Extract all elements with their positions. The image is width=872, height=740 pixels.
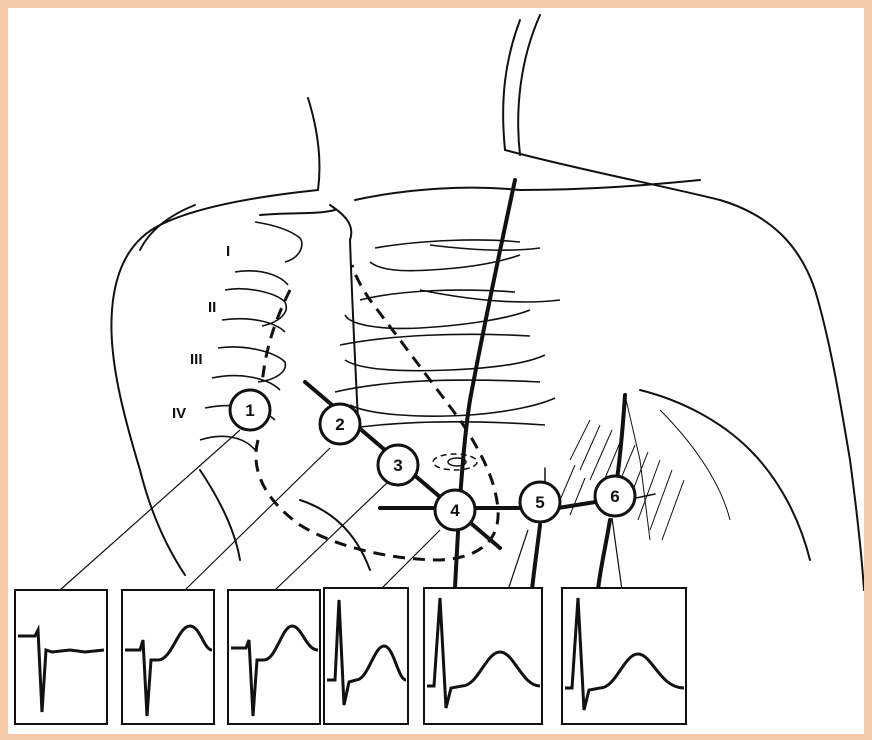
right-ribs [335,240,560,430]
electrode-label-5: 5 [535,493,544,512]
electrode-5: 5 [520,482,560,522]
ecg-box-2 [122,590,214,724]
ecg-box-4 [324,588,408,724]
electrode-label-3: 3 [393,456,402,475]
rib-labels: I II III IV [172,243,230,422]
electrode-label-6: 6 [610,487,619,506]
diagram-frame: I II III IV 1 2 3 4 5 6 [8,8,864,734]
xiphoid-mark [433,454,477,470]
electrode-label-4: 4 [450,501,460,520]
electrode-label-2: 2 [335,415,344,434]
electrode-6: 6 [595,476,635,516]
rib-label-1: I [226,243,230,260]
rib-label-3: III [190,351,203,368]
chest-lead-diagram: I II III IV 1 2 3 4 5 6 [8,8,864,734]
ecg-box-3 [228,590,320,724]
reference-lines [305,180,655,590]
electrode-2: 2 [320,404,360,444]
electrode-4: 4 [435,490,475,530]
rib-label-4: IV [172,405,186,422]
electrode-1: 1 [230,390,270,430]
electrode-label-1: 1 [245,401,254,420]
ecg-box-1 [15,590,107,724]
ecg-box-5 [424,588,542,724]
ecg-tracings [15,588,686,724]
ecg-box-6 [562,588,686,724]
rib-label-2: II [208,299,216,316]
electrode-3: 3 [378,445,418,485]
